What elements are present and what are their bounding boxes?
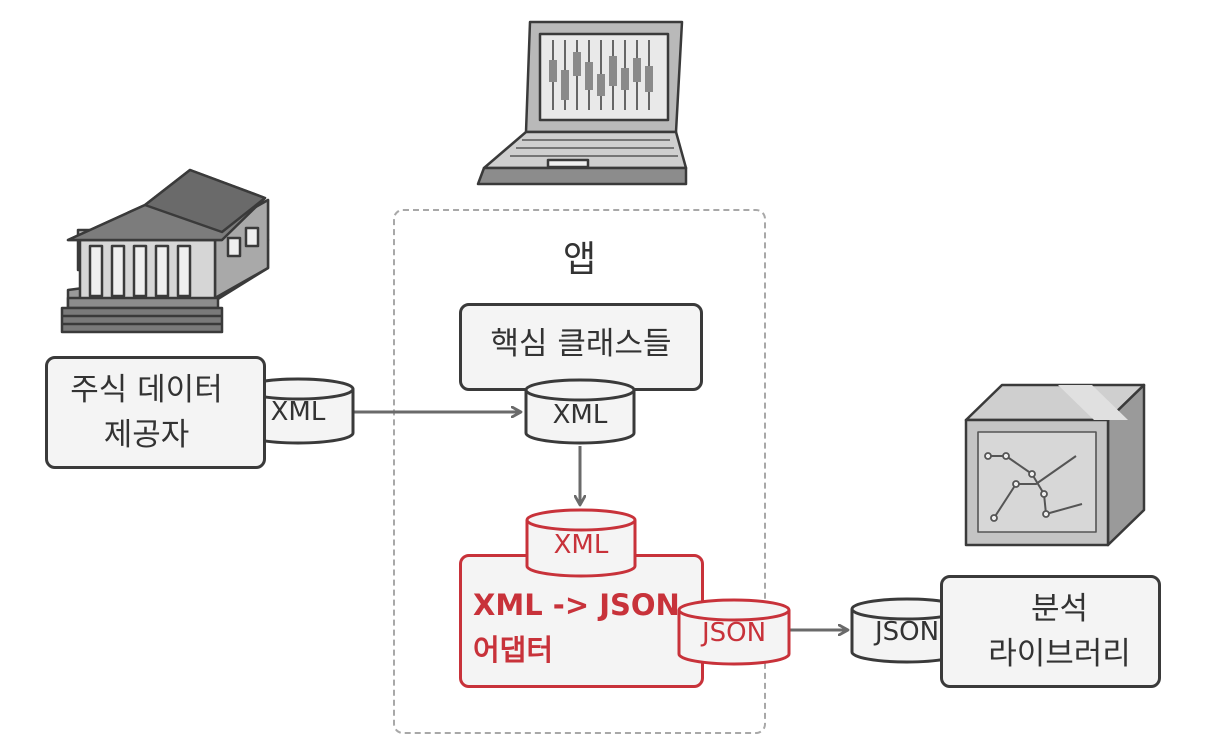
core-classes-label: 핵심 클래스들 [490, 325, 672, 362]
adapter-label-line2: 어댑터 [473, 632, 554, 667]
laptop-stock-chart-icon [476, 20, 688, 186]
app-boundary [393, 209, 766, 734]
library-label-line1: 분석 [1030, 590, 1089, 627]
provider-xml-label: XML [270, 397, 326, 427]
adapter-xml-input-label: XML [553, 530, 609, 560]
cylinder-core-xml [524, 390, 636, 445]
stock-data-provider-box: 주식 데이터 제공자 [45, 356, 266, 469]
stock-provider-label-line1: 주식 데이터 [70, 371, 223, 408]
core-classes-box: 핵심 클래스들 [459, 303, 703, 391]
analytics-library-box: 분석 라이브러리 [940, 575, 1161, 688]
library-label-line2: 라이브러리 [988, 635, 1131, 672]
cylinder-provider-xml [241, 377, 355, 445]
library-json-label: JSON [874, 617, 940, 647]
stock-exchange-building-icon [60, 168, 270, 334]
app-title: 앱 [562, 239, 597, 280]
cylinder-library-json [850, 597, 964, 664]
stock-provider-label-line2: 제공자 [103, 416, 190, 453]
flow-arrows [353, 412, 848, 630]
core-xml-label: XML [552, 400, 608, 430]
analytics-box-icon [964, 383, 1146, 547]
adapter-label-line1: XML -> JSON [473, 588, 680, 622]
adapter-json-output-label: JSON [701, 618, 767, 648]
xml-to-json-adapter-box: XML -> JSON 어댑터 [459, 554, 704, 688]
